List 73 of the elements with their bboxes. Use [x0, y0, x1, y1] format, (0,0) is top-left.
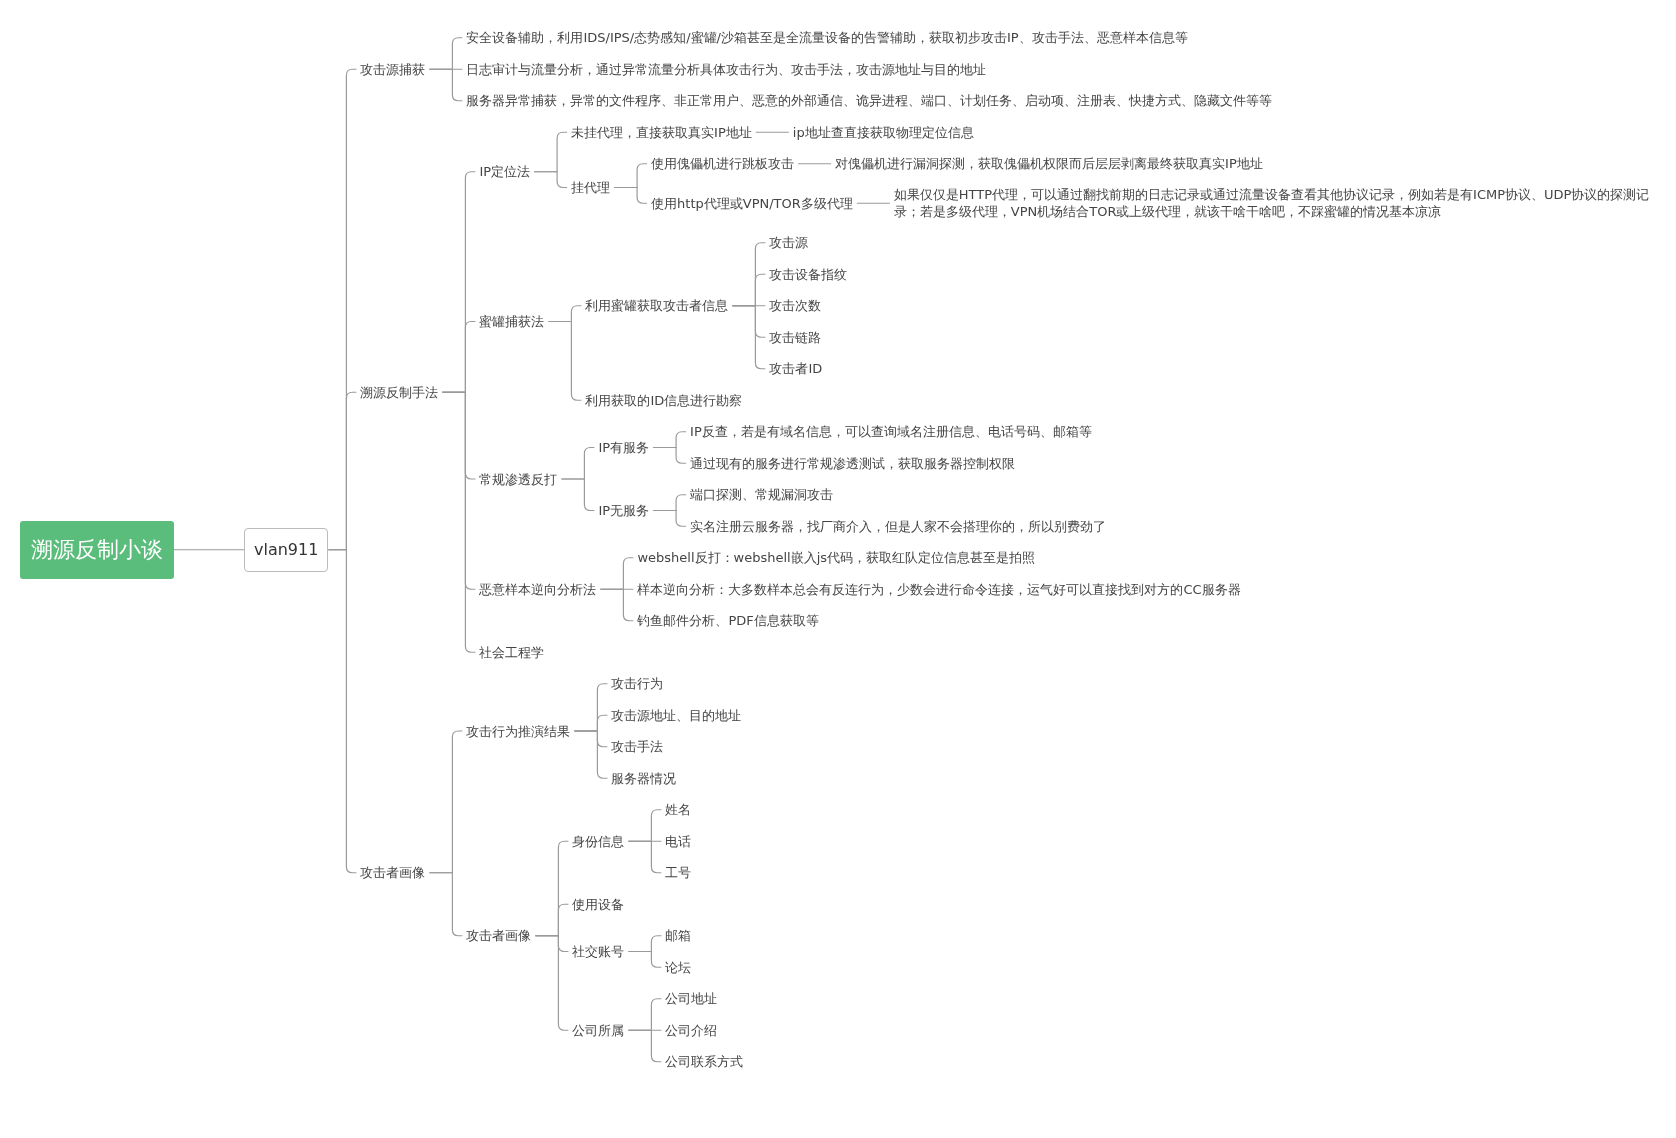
topic-text: 溯源反制手法 — [360, 383, 439, 401]
connector-line — [599, 588, 634, 622]
topic-text: 邮箱 — [665, 927, 692, 945]
topic-text: 对傀儡机进行漏洞探测，获取傀儡机权限而后层层剥离最终获取真实IP地址 — [835, 155, 1263, 173]
topic-text: 攻击手法 — [611, 738, 664, 756]
topic-text: 社交账号 — [572, 943, 625, 960]
connector-line — [652, 509, 687, 527]
topic-text: ip地址查直接获取物理定位信息 — [792, 123, 974, 141]
connector-line — [856, 202, 891, 204]
connector-line — [428, 68, 463, 102]
topic-text: IP有服务 — [598, 439, 650, 456]
topic-text: 公司联系方式 — [665, 1053, 744, 1071]
topic-text: 电话 — [665, 832, 692, 850]
topic-text: 攻击链路 — [769, 328, 822, 346]
topic-text: 实名注册云服务器，找厂商介入，但是人家不会搭理你的，所以别费劲了 — [690, 517, 1107, 535]
topic-text: 使用http代理或VPN/TOR多级代理 — [651, 194, 853, 212]
topic-text: 工号 — [665, 864, 692, 882]
topic-text: IP定位法 — [479, 163, 531, 181]
topic-text: 端口探测、常规漏洞攻击 — [690, 486, 834, 504]
topic-text: 利用获取的ID信息进行勘察 — [585, 391, 743, 409]
central-topic: 溯源反制小谈 — [20, 520, 174, 579]
connector-line — [627, 1029, 662, 1063]
topic-text: 攻击者ID — [769, 360, 823, 378]
topic-text: 未挂代理，直接获取真实IP地址 — [571, 123, 752, 141]
connector-line — [627, 840, 662, 874]
topic-text: 样本逆向分析：大多数样本总会有反连行为，少数会进行命令连接，运气好可以直接找到对方的CC服务器 — [637, 580, 1241, 598]
topic-text: 常规渗透反打 — [479, 470, 558, 488]
topic-text: 公司地址 — [665, 990, 718, 1008]
topic-text: 利用蜜罐获取攻击者信息 — [585, 297, 729, 315]
topic-text: 攻击设备指纹 — [769, 265, 848, 283]
topic-text: 身份信息 — [572, 832, 625, 850]
connector-line — [613, 186, 648, 204]
topic-text: 攻击源地址、目的地址 — [611, 706, 742, 724]
topic-text: 如果仅仅是HTTP代理，可以通过翻找前期的日志记录或通过流量设备查看其他协议记录，例如若是有ICMP协议、UDP协议的探测记录；若是多级代理，VPN机场结合TOR或上级代理，就该干啥干啥吧，不踩蜜罐的情况基本凉凉 — [893, 186, 1660, 221]
topic-text: 攻击者画像 — [360, 864, 426, 882]
connector-line — [173, 549, 245, 551]
topic-text: 攻击者画像 — [466, 927, 532, 945]
topic-text: 服务器异常捕获，异常的文件程序、非正常用户、恶意的外部通信、诡异进程、端口、计划任务、启动项、注册表、快捷方式、隐藏文件等等 — [466, 92, 1273, 110]
topic-text: 恶意样本逆向分析法 — [479, 580, 597, 598]
topic-text: 攻击行为 — [611, 675, 664, 693]
topic-text: 攻击行为推演结果 — [466, 722, 571, 740]
connector-line — [428, 872, 463, 937]
topic-text: 公司介绍 — [665, 1021, 718, 1039]
connector-line — [533, 171, 568, 189]
topic-text: 攻击源捕获 — [360, 60, 426, 78]
topic-text: 攻击源 — [769, 234, 809, 252]
connector-line — [731, 305, 766, 370]
topic-text: 日志审计与流量分析，通过异常流量分析具体攻击行为、攻击手法，攻击源地址与目的地址 — [466, 60, 987, 78]
topic-text: 通过现有的服务进行常规渗透测试，获取服务器控制权限 — [690, 454, 1016, 472]
connector-line — [560, 478, 595, 512]
topic-text: 服务器情况 — [611, 769, 677, 787]
connector-line — [547, 320, 582, 401]
connector-line — [534, 935, 569, 1031]
connector-line — [797, 163, 832, 165]
topic-text: 钓鱼邮件分析、PDF信息获取等 — [637, 612, 819, 630]
topic-text: 社会工程学 — [479, 643, 545, 661]
topic-text: 攻击次数 — [769, 297, 822, 315]
connector-line — [652, 446, 687, 464]
topic-text: 安全设备辅助，利用IDS/IPS/态势感知/蜜罐/沙箱甚至是全流量设备的告警辅助，获取初步攻击IP、攻击手法、恶意样本信息等 — [466, 29, 1188, 47]
main-topic: vlan911 — [244, 527, 329, 572]
topic-text: 使用设备 — [572, 895, 625, 913]
topic-text: 蜜罐捕获法 — [479, 313, 545, 330]
topic-text: 姓名 — [665, 801, 692, 819]
topic-text: IP反查，若是有域名信息，可以查询域名注册信息、电话号码、邮箱等 — [690, 423, 1092, 441]
topic-text: webshell反打：webshell嵌入js代码，获取红队定位信息甚至是拍照 — [637, 549, 1036, 567]
connector-line — [573, 730, 608, 779]
topic-text: 公司所属 — [572, 1021, 625, 1039]
topic-text: 挂代理 — [571, 179, 611, 196]
topic-text: 论坛 — [665, 958, 692, 976]
topic-text: IP无服务 — [598, 502, 650, 519]
topic-text: 使用傀儡机进行跳板攻击 — [651, 155, 795, 173]
connector-line — [755, 131, 790, 133]
connector-line — [627, 950, 662, 968]
